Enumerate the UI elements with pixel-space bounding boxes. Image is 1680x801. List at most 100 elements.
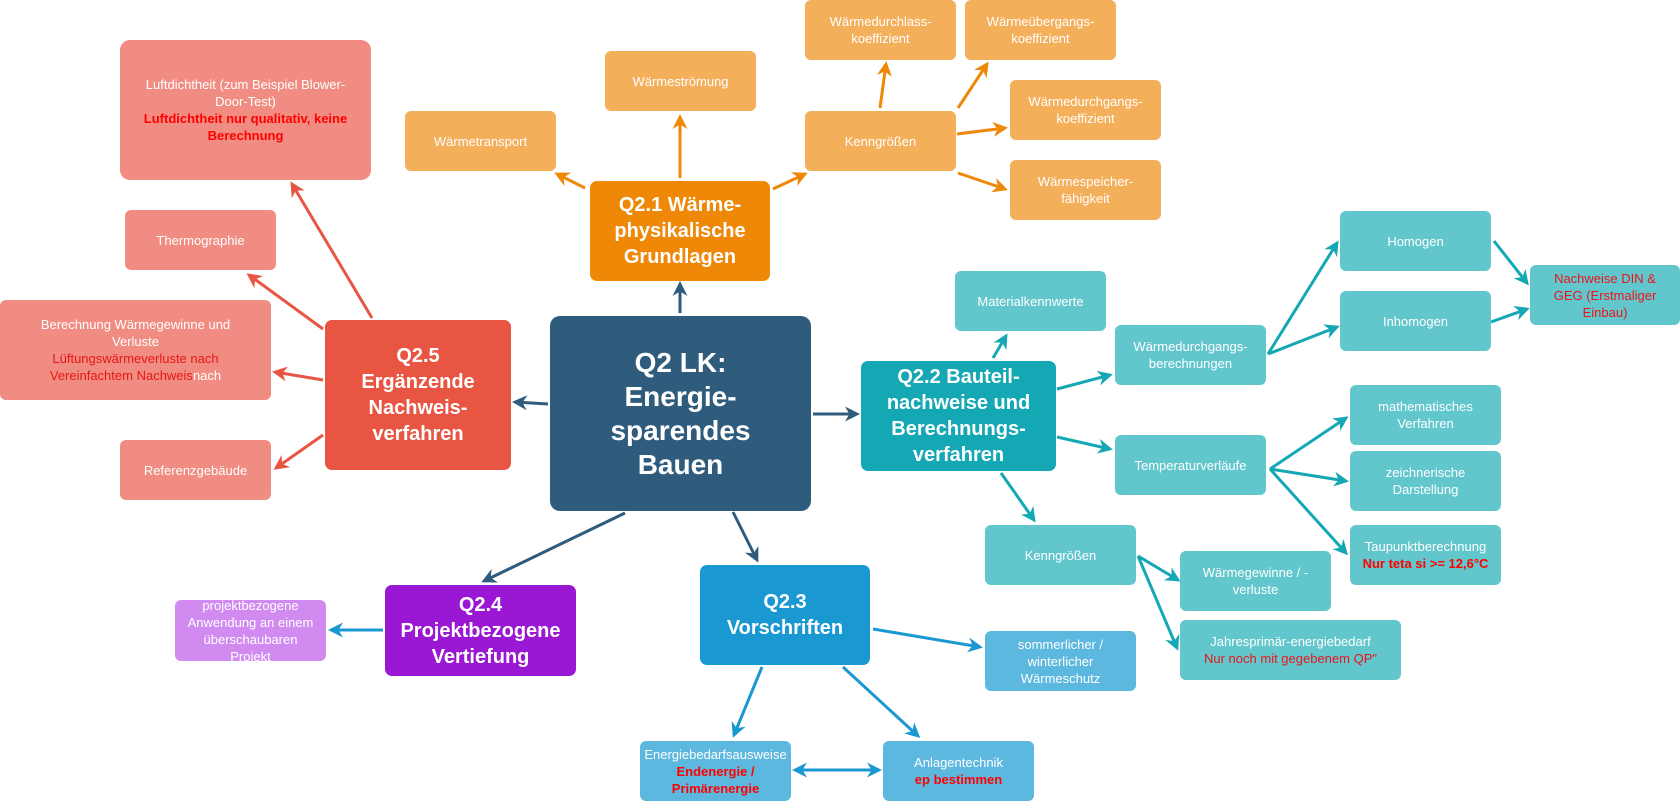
temperaturverlaeufe-label: Temperaturverläufe: [1134, 457, 1247, 473]
q22-label: Q2.2 Bauteil-nachweise und Berechnungs-v…: [886, 366, 1031, 466]
arrow-kenngroessen-to-uebergang: [956, 61, 989, 109]
energieausweise-label: Energiebedarfsausweise: [644, 746, 787, 762]
waermeuebergang-label: Wärmeübergangs-koeffizient: [986, 14, 1095, 46]
arrow-q22-to-kenngroessen: [999, 472, 1036, 523]
q25-thermographie-node[interactable]: Thermographie: [125, 210, 276, 270]
q22-node[interactable]: Q2.2 Bauteil-nachweise und Berechnungs-v…: [861, 361, 1056, 471]
zeichnerisch-label: zeichnerische Darstellung: [1385, 465, 1466, 497]
q22-taupunkt-node[interactable]: Taupunktberechnung Nur teta si >= 12,6°C: [1350, 525, 1501, 585]
q25-berechnung-node[interactable]: Berechnung Wärmegewinne und Verluste Lüf…: [0, 300, 271, 400]
inhomogen-label: Inhomogen: [1382, 313, 1449, 329]
q21-kenngroessen-node[interactable]: Kenngrößen: [805, 111, 956, 171]
waermestroemung-label: Wärmeströmung: [632, 73, 729, 89]
arrow-temperatur-to-zeichnerisch: [1269, 467, 1349, 487]
berechnung-note-wrap: Lüftungswärmeverluste nach Vereinfachtem…: [6, 350, 265, 384]
q24-node[interactable]: Q2.4 Projektbezogene Vertiefung: [385, 585, 576, 676]
arrow-q22-to-materialkennwerte: [991, 333, 1008, 359]
materialkennwerte-label: Materialkennwerte: [977, 293, 1084, 309]
q25-referenzgebaeude-node[interactable]: Referenzgebäude: [120, 440, 271, 500]
q24-label: Q2.4 Projektbezogene Vertiefung: [400, 593, 561, 668]
q22-nachweise-node[interactable]: Nachweise DIN & GEG (Erstmaliger Einbau): [1530, 265, 1680, 325]
arrow-kenngroessen-to-waermegewinne: [1137, 554, 1181, 582]
q22-waermedurchgangsberechnungen-node[interactable]: Wärmedurchgangs-berechnungen: [1115, 325, 1266, 385]
q21-waermespeicher-node[interactable]: Wärmespeicher-fähigkeit: [1010, 160, 1161, 220]
waermedurchgang-label: Wärmedurchgangs-koeffizient: [1028, 94, 1143, 126]
arrow-kenngroessen-to-durchlass: [876, 61, 892, 109]
thermographie-label: Thermographie: [156, 232, 245, 248]
arrow-temperatur-to-taupunkt: [1268, 467, 1349, 556]
arrow-kenngroessen-to-jahresprimaer: [1136, 555, 1180, 651]
q23-waermeschutz-node[interactable]: sommerlicher / winterlicher Wärmeschutz: [985, 631, 1136, 691]
arrow-q22-to-temperaturverlaeufe: [1056, 435, 1113, 454]
q21-node[interactable]: Q2.1 Wärme-physikalische Grundlagen: [590, 181, 770, 281]
waermedurchlass-label: Wärmedurchlass-koeffizient: [829, 14, 932, 46]
anlagentechnik-note: ep bestimmen: [914, 772, 1003, 787]
anwendung-label: projektbezogene Anwendung an einem übers…: [187, 600, 314, 661]
referenzgebaeude-label: Referenzgebäude: [143, 462, 248, 478]
arrow-homogen-to-nachweise: [1492, 240, 1529, 286]
taupunkt-label: Taupunktberechnung: [1364, 539, 1487, 554]
arrow-q25-to-referenzgebaeude: [273, 433, 324, 470]
mathematisch-label: mathematisches Verfahren: [1378, 399, 1473, 431]
arrow-kenngroessen-to-durchgang: [956, 122, 1008, 137]
arrow-q22-to-waermedurchgangsberechnungen: [1056, 370, 1113, 391]
arrow-berechnung-to-homogen: [1266, 240, 1339, 355]
waermedurchgangsberechnungen-label: Wärmedurchgangs-berechnungen: [1133, 339, 1248, 371]
luftdichtheit-label: Luftdichtheit (zum Beispiel Blower-Door-…: [145, 77, 346, 109]
berechnung-note: Lüftungswärmeverluste nach Vereinfachtem…: [49, 351, 219, 383]
q22-kenngroessen-node[interactable]: Kenngrößen: [985, 525, 1136, 585]
central-topic-node[interactable]: Q2 LK: Energie-sparendes Bauen: [550, 316, 811, 511]
q22-temperaturverlaeufe-node[interactable]: Temperaturverläufe: [1115, 435, 1266, 495]
berechnung-label: Berechnung Wärmegewinne und Verluste: [40, 317, 231, 349]
berechnung-tail: nach: [192, 368, 222, 383]
arrow-q25-to-luftdichtheit: [290, 181, 374, 319]
arrow-center-to-q23: [731, 511, 759, 563]
arrow-q23-to-energieausweise: [731, 666, 764, 738]
q23-label: Q2.3 Vorschriften: [726, 591, 844, 639]
arrow-q23-to-anlagentechnik: [841, 665, 921, 739]
q21-waermedurchgang-node[interactable]: Wärmedurchgangs-koeffizient: [1010, 80, 1161, 140]
q21-waermestroemung-node[interactable]: Wärmeströmung: [605, 51, 756, 111]
q25-label: Q2.5 Ergänzende Nachweis-verfahren: [361, 345, 475, 445]
q22-jahresprimaer-node[interactable]: Jahresprimär-energiebedarf Nur noch mit …: [1180, 620, 1401, 680]
jahresprimaer-note: Nur noch mit gegebenem QP": [1204, 651, 1377, 666]
energieausweise-note: Endenergie / Primärenergie: [671, 763, 760, 796]
luftdichtheit-note: Luftdichtheit nur qualitativ, keine Bere…: [143, 111, 348, 143]
arrow-center-to-q24: [481, 511, 626, 583]
arrow-kenngroessen-to-speicher: [957, 171, 1008, 193]
arrow-q21-to-waermetransport: [554, 172, 586, 190]
q21-label: Q2.1 Wärme-physikalische Grundlagen: [614, 194, 746, 268]
q22-mathematisch-node[interactable]: mathematisches Verfahren: [1350, 385, 1501, 445]
q23-node[interactable]: Q2.3 Vorschriften: [700, 565, 870, 665]
q21-waermetransport-node[interactable]: Wärmetransport: [405, 111, 556, 171]
anlagentechnik-label: Anlagentechnik: [914, 755, 1003, 770]
q23-anlagentechnik-node[interactable]: Anlagentechnik ep bestimmen: [883, 741, 1034, 801]
arrow-temperatur-to-mathematisch: [1269, 416, 1349, 471]
waermetransport-label: Wärmetransport: [433, 133, 528, 149]
waermespeicher-label: Wärmespeicher-fähigkeit: [1037, 174, 1134, 206]
taupunkt-note: Nur teta si >= 12,6°C: [1362, 556, 1489, 571]
arrow-q23-to-waermeschutz: [872, 627, 983, 653]
q25-node[interactable]: Q2.5 Ergänzende Nachweis-verfahren: [325, 320, 511, 470]
q22-homogen-node[interactable]: Homogen: [1340, 211, 1491, 271]
q21-waermeuebergang-node[interactable]: Wärmeübergangs-koeffizient: [965, 0, 1116, 60]
arrow-berechnung-to-inhomogen: [1267, 324, 1340, 356]
q21-waermedurchlass-node[interactable]: Wärmedurchlass-koeffizient: [805, 0, 956, 60]
q23-energieausweise-node[interactable]: Energiebedarfsausweise Endenergie / Prim…: [640, 741, 791, 801]
nachweise-label: Nachweise DIN & GEG (Erstmaliger Einbau): [1553, 270, 1657, 320]
waermeschutz-label: sommerlicher / winterlicher Wärmeschutz: [1017, 636, 1104, 686]
arrow-center-to-q25: [512, 395, 549, 411]
jahresprimaer-label: Jahresprimär-energiebedarf: [1210, 634, 1371, 649]
q24-anwendung-node[interactable]: projektbezogene Anwendung an einem übers…: [175, 600, 326, 661]
homogen-label: Homogen: [1387, 233, 1444, 249]
central-topic-label: Q2 LK: Energie-sparendes Bauen: [610, 346, 751, 480]
kenngroessen-label: Kenngrößen: [844, 133, 917, 149]
q22-materialkennwerte-node[interactable]: Materialkennwerte: [955, 271, 1106, 331]
q22-zeichnerisch-node[interactable]: zeichnerische Darstellung: [1350, 451, 1501, 511]
arrow-q25-to-berechnung: [272, 366, 324, 382]
q22-waermegewinne-node[interactable]: Wärmegewinne / -verluste: [1180, 551, 1331, 611]
q25-luftdichtheit-node[interactable]: Luftdichtheit (zum Beispiel Blower-Door-…: [120, 40, 371, 180]
arrow-q21-to-kenngroessen: [772, 172, 808, 191]
q22-inhomogen-node[interactable]: Inhomogen: [1340, 291, 1491, 351]
